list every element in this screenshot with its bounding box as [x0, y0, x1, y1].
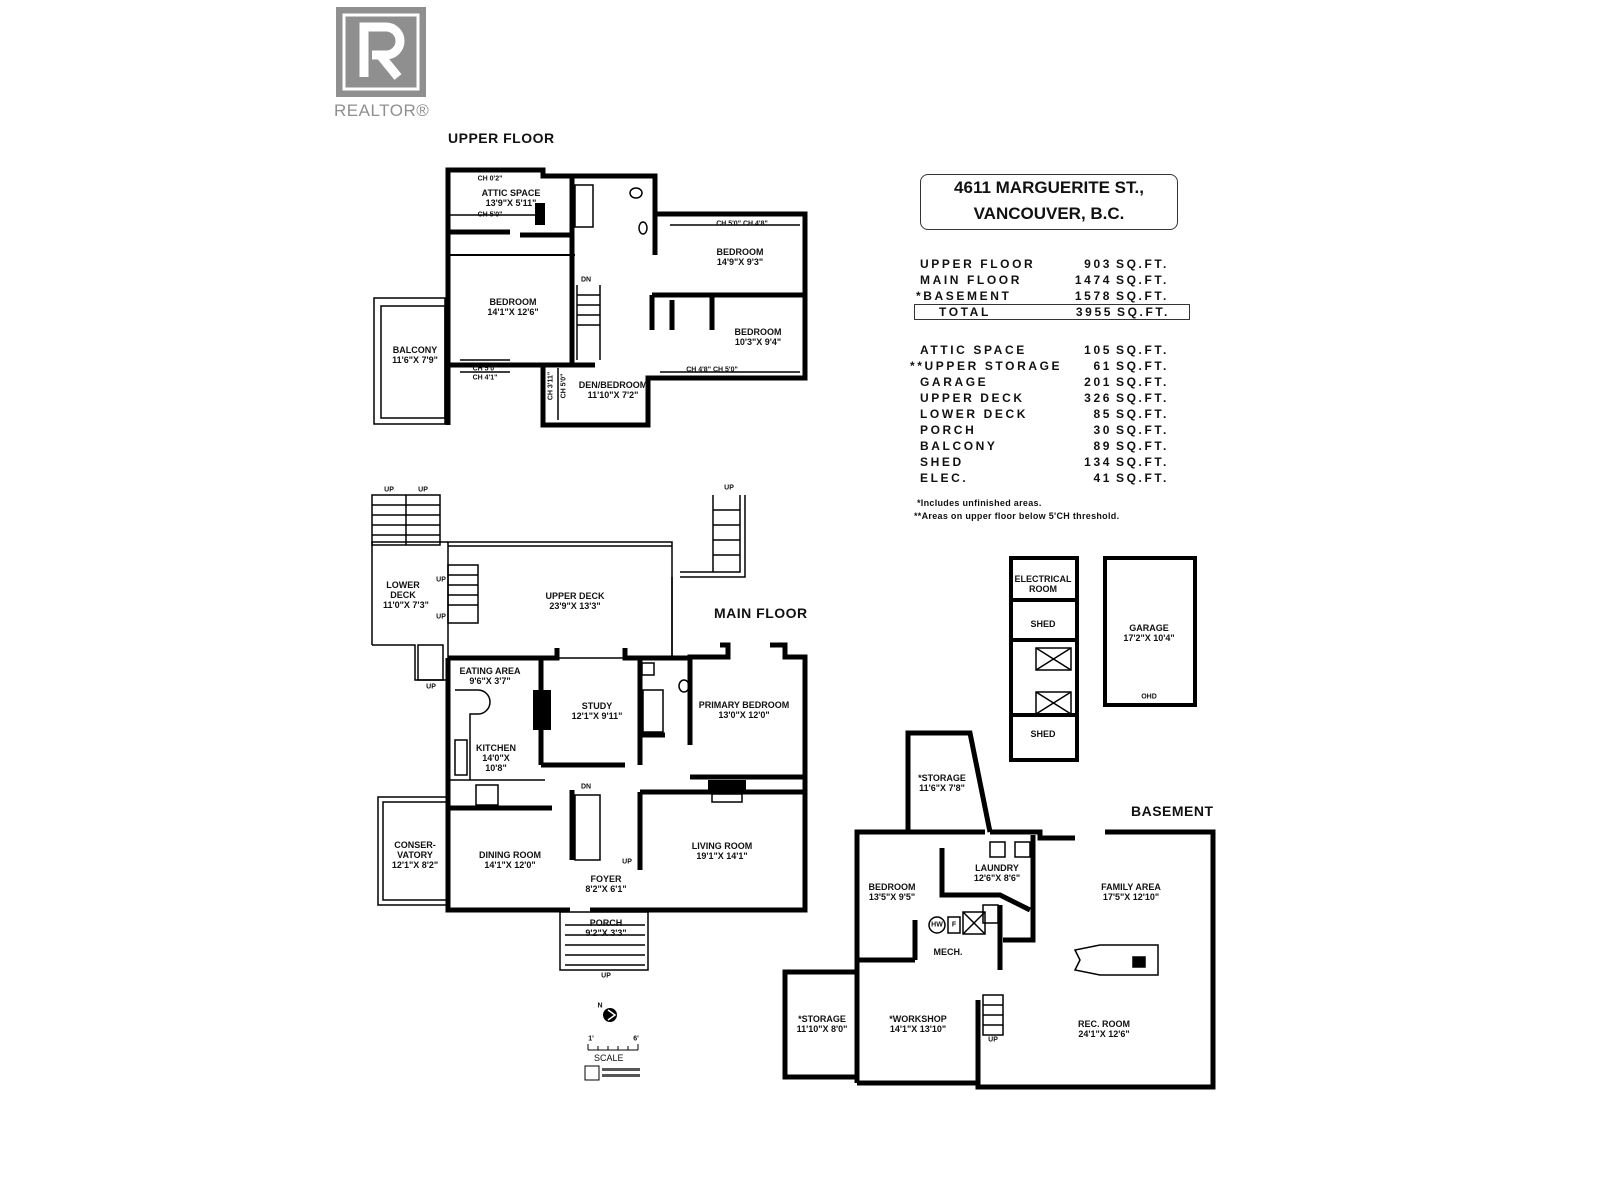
ceiling-height-note: CH 4'1": [472, 374, 498, 382]
upper-floor-details: [373, 184, 800, 425]
stair-up-label: UP: [418, 486, 428, 494]
footnote: *Includes unfinished areas.: [917, 498, 1042, 508]
stair-up-label: UP: [622, 858, 632, 866]
furnace-label: F: [951, 921, 957, 929]
basement-walls: [782, 730, 1216, 1090]
stair-down-label: DN: [580, 783, 592, 791]
room-mechanical: MECH.: [933, 947, 963, 957]
stair-up-label: UP: [436, 613, 446, 621]
scale-bar: [587, 1044, 639, 1051]
realtor-r-icon: [342, 13, 420, 91]
realtor-wordmark: REALTOR®: [334, 101, 430, 120]
footnote: **Areas on upper floor below 5'CH thresh…: [914, 511, 1120, 521]
stair-down-label: DN: [580, 276, 592, 284]
draftsman-logo: [584, 1065, 640, 1081]
stair-up-label: UP: [601, 972, 611, 980]
ceiling-height-note: CH 5'0": [472, 365, 498, 373]
room-electrical-room: ELECTRICAL ROOM: [1014, 574, 1072, 594]
garage-door-label: OHD: [1141, 693, 1157, 701]
scale-label: SCALE: [594, 1053, 624, 1063]
room-shed: SHED: [1030, 619, 1056, 629]
shed-details: [1035, 647, 1072, 715]
ceiling-height-note: CH 0'2": [477, 175, 503, 183]
north-label: N: [597, 1002, 603, 1010]
ceiling-height-note: CH 5'0" CH 4'8": [716, 220, 768, 228]
main-floor-fixtures: [454, 662, 743, 861]
upper-floor-title: UPPER FLOOR: [448, 130, 555, 146]
ceiling-height-note: CH 3'11": [547, 371, 555, 401]
main-floor-title: MAIN FLOOR: [714, 605, 808, 621]
room-shed: SHED: [1030, 729, 1056, 739]
upper-floor-walls: [445, 167, 808, 428]
basement-fixtures: [928, 841, 1159, 1036]
ceiling-height-note: CH 5'0": [477, 211, 503, 219]
basement-title: BASEMENT: [1131, 803, 1214, 819]
scale-max: 6': [633, 1035, 639, 1043]
stair-up-label: UP: [724, 484, 734, 492]
property-address: 4611 MARGUERITE ST.,VANCOUVER, B.C.: [920, 174, 1178, 230]
stair-up-label: UP: [426, 683, 436, 691]
ceiling-height-note: CH 4'8" CH 5'0": [686, 366, 738, 374]
stair-up-label: UP: [988, 1036, 998, 1044]
ceiling-height-note: CH 5'0": [560, 373, 568, 399]
hot-water-tank-label: HW: [931, 921, 943, 929]
main-floor-walls: [445, 642, 808, 913]
decks-and-stairs: [371, 494, 746, 971]
stair-up-label: UP: [436, 576, 446, 584]
stair-up-label: UP: [384, 486, 394, 494]
outbuilding-walls: [1009, 556, 1197, 762]
scale-min: 1': [588, 1035, 594, 1043]
north-arrow-icon: [603, 1008, 617, 1022]
realtor-logo: [336, 7, 426, 97]
